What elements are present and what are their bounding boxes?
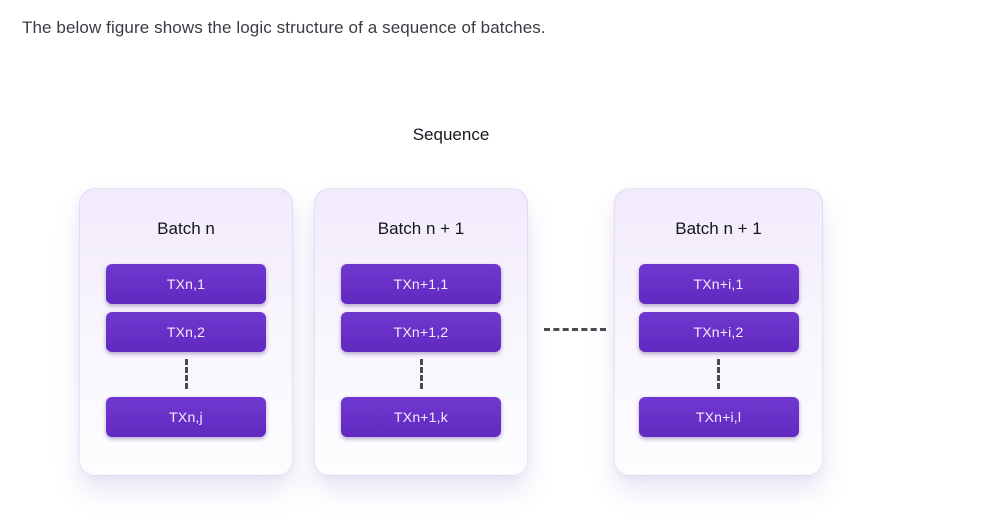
figure-caption: The below figure shows the logic structu… — [22, 18, 546, 37]
batch-card-n: Batch n TXn,1 TXn,2 TXn,j — [79, 188, 293, 476]
tx-box: TXn+1,2 — [341, 312, 501, 352]
tx-box: TXn+1,1 — [341, 264, 501, 304]
tx-box: TXn+i,1 — [638, 264, 799, 304]
vertical-ellipsis-icon — [717, 359, 720, 389]
batch-card-n-plus-1: Batch n + 1 TXn+1,1 TXn+1,2 TXn+1,k — [314, 188, 528, 476]
tx-box: TXn+1,k — [341, 397, 501, 437]
tx-box: TXn,2 — [106, 312, 266, 352]
vertical-ellipsis-icon — [419, 359, 423, 389]
tx-box: TXn,j — [106, 397, 266, 437]
tx-box: TXn+i,2 — [638, 312, 799, 352]
batch-title: Batch n — [157, 219, 215, 238]
batch-card-n-plus-i: Batch n + 1 TXn+i,1 TXn+i,2 TXn+i,l — [614, 188, 823, 476]
batch-title: Batch n + 1 — [377, 219, 465, 238]
diagram-title: Sequence — [412, 125, 490, 144]
dashed-connector-line — [544, 328, 606, 331]
batch-title: Batch n + 1 — [675, 219, 762, 238]
vertical-ellipsis-icon — [184, 359, 188, 389]
tx-box: TXn+i,l — [638, 397, 799, 437]
tx-box: TXn,1 — [106, 264, 266, 304]
